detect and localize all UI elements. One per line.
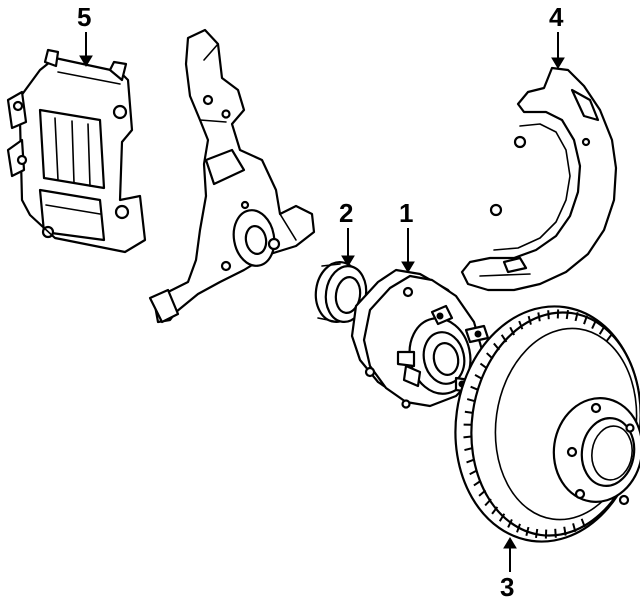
callout-5: 5 [77,2,93,67]
rotor-vent-tick [507,518,513,528]
callout-4-number: 4 [549,2,564,32]
rotor-vent-tick [509,326,516,336]
rotor-vent-tick [563,526,567,536]
callout-2-number: 2 [339,198,353,228]
rotor-vent-tick [474,373,483,380]
rotor-vent-tick [466,398,476,403]
rotor-vent-tick [484,498,492,507]
rotor-vent-tick [478,489,487,497]
rotor-vent-tick [547,310,550,320]
brake-caliper [6,48,147,254]
rotor-vent-tick [491,506,499,515]
rotor-vent-tick [464,410,473,414]
callout-4: 4 [549,2,565,69]
brake-rotor [454,305,640,543]
wheel-hub [350,268,490,409]
rotor-vent-tick [466,458,475,464]
callout-5-number: 5 [77,2,91,32]
dust-shield [460,66,618,292]
rotor-vent-tick [470,385,479,391]
rotor-vents [463,309,613,539]
steering-knuckle [148,28,316,324]
rotor-vent-tick [572,523,577,533]
rotor-vent-tick [479,362,488,370]
rotor-vent-tick [473,479,482,487]
rotor-vent-tick [463,435,472,439]
rotor-vent-tick [525,526,530,537]
rotor-vent-tick [527,315,532,325]
rotor-vent-tick [469,469,478,476]
rotor-vent-tick [516,523,521,533]
rotor-vent-tick [605,333,613,342]
rotor-vent-tick [498,513,506,522]
rotor-vent-tick [574,311,579,322]
rotor-vent-tick [464,447,473,452]
rotor-vent-tick [535,528,539,539]
rotor-vent-tick [591,320,597,330]
rotor-vent-tick [580,518,586,528]
callout-3-number: 3 [500,572,514,602]
rotor-vent-tick [537,312,541,322]
callout-3: 3 [500,537,517,602]
rotor-vent-tick [565,309,569,320]
rotor-vent-tick [493,342,501,351]
callout-2: 2 [339,198,355,267]
callout-1: 1 [399,198,415,273]
rotor-vent-tick [518,320,524,330]
rotor-vent-tick [583,315,588,325]
rotor-vent-tick [486,352,494,360]
rotor-vent-tick [554,528,557,538]
callout-1-number: 1 [399,198,413,228]
rotor-vent-tick [500,334,508,343]
rotor-vent-tick [598,326,606,335]
